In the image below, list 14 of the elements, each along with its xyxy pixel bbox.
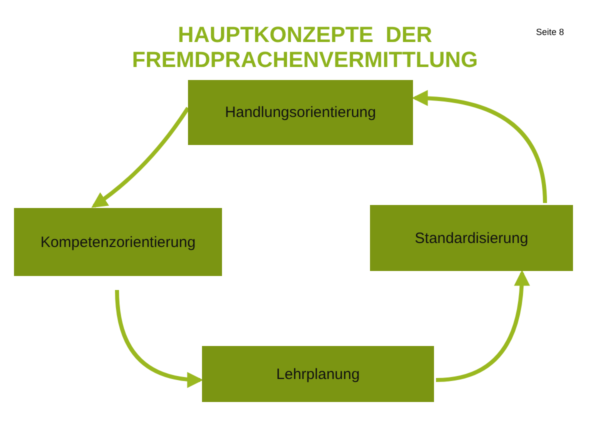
concept-label: Standardisierung: [414, 230, 528, 246]
diagram-title: HAUPTKONZEPTE DER FREMDPRACHENVERMITTLUNG: [131, 22, 479, 72]
curved-arrow: [436, 270, 530, 382]
concept-label: Lehrplanung: [276, 366, 360, 382]
curved-arrow: [412, 90, 547, 204]
concept-label: Handlungsorientierung: [225, 104, 376, 121]
concept-box: [14, 208, 222, 276]
concept-box: [188, 80, 413, 145]
curved-arrow: [91, 106, 190, 208]
concept-label: Kompetenzorientierung: [40, 234, 196, 250]
concept-box: [202, 346, 434, 402]
concept-box: [370, 205, 573, 271]
curved-arrow: [115, 290, 204, 388]
page-number: Seite 8: [536, 27, 564, 37]
